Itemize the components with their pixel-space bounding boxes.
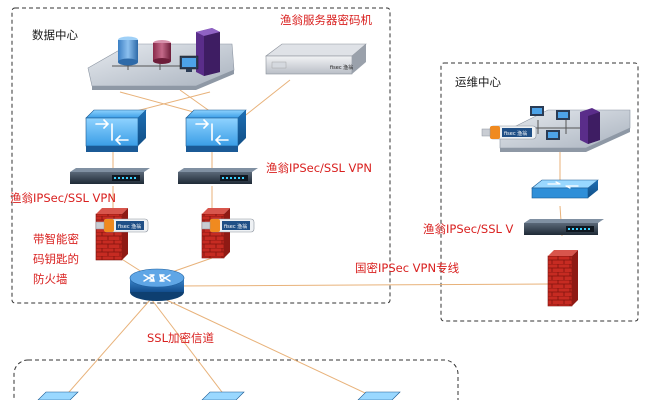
datacenter-platform	[87, 28, 235, 90]
usb-key-right: fisec 渔翁	[201, 218, 255, 233]
ops-center-label: 运维中心	[455, 75, 501, 89]
switch-right	[185, 109, 247, 152]
client-zone	[13, 359, 459, 400]
datacenter-label: 数据中心	[32, 28, 78, 42]
client-switch-3	[357, 391, 401, 400]
datacenter-zone	[11, 7, 391, 304]
server-cipher-machine: fisec 渔翁	[265, 43, 367, 75]
firewall-left	[95, 208, 128, 261]
usb-key-left-text: fisec 渔翁	[118, 223, 141, 230]
firewall-label-line3: 防火墙	[33, 272, 68, 286]
client-switch-2	[201, 391, 245, 400]
firewall-label-line1: 带智能密	[33, 232, 79, 246]
ssl-channel-label: SSL加密信道	[147, 331, 215, 345]
gm-vpn-label: 国密IPSec VPN专线	[355, 261, 460, 275]
server-label: 渔翁服务器密码机	[280, 13, 372, 27]
vpn-appliance-left	[70, 168, 150, 184]
vpn-appliance-right	[178, 168, 258, 184]
vpn-ops-label: 渔翁IPSec/SSL V	[423, 222, 514, 236]
ops-zone	[440, 62, 639, 322]
vpn-top-right-label: 渔翁IPSec/SSL VPN	[266, 161, 372, 175]
firewall-ops	[547, 250, 578, 307]
client-switch-1	[37, 391, 79, 400]
vpn-left-label: 渔翁IPSec/SSL VPN	[10, 191, 116, 205]
firewall-right	[201, 208, 230, 259]
usb-key-left: fisec 渔翁	[95, 218, 149, 233]
server-brand-text: fisec 渔翁	[330, 64, 353, 71]
router	[129, 268, 185, 301]
firewall-label-line2: 码钥匙的	[33, 252, 79, 266]
switch-left	[85, 109, 147, 152]
usb-key-right-text: fisec 渔翁	[224, 223, 247, 230]
usb-key-ops-text: fisec 渔翁	[504, 130, 527, 137]
vpn-appliance-ops	[524, 219, 604, 235]
usb-key-ops: fisec 渔翁	[481, 125, 537, 140]
switch-ops	[531, 179, 599, 199]
